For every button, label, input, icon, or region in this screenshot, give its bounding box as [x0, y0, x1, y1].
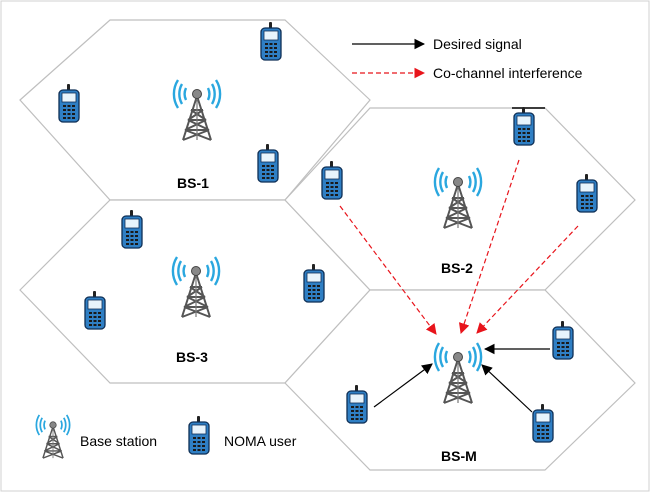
legend-base-station-icon [35, 414, 71, 459]
user-bsm-c-icon [532, 403, 554, 443]
desired-signal-arrow [481, 364, 533, 413]
user-bs3-a-icon [121, 209, 143, 249]
cell-label-bs-1: BS-1 [177, 175, 209, 191]
interference-arrow [458, 159, 520, 335]
interference-arrow [476, 225, 579, 334]
desired-signal-arrow [373, 363, 433, 408]
user-bs2-a-icon [321, 160, 343, 200]
legend-interference-label: Co-channel interference [433, 65, 583, 81]
user-bsm-b-icon [346, 384, 368, 424]
user-bs2-b-icon [513, 106, 535, 146]
user-bs1-a-icon [260, 21, 282, 61]
cell-label-bs-m: BS-M [441, 448, 477, 464]
legend-base-station-label: Base station [80, 433, 157, 449]
interference-arrow [339, 205, 437, 335]
user-bs1-b-icon [58, 83, 80, 123]
user-bs3-c-icon [84, 290, 106, 330]
cell-label-bs-3: BS-3 [176, 349, 208, 365]
cell-label-bs-2: BS-2 [441, 260, 473, 276]
legend-noma-user-icon [188, 415, 210, 455]
legend-desired-signal-label: Desired signal [433, 36, 522, 52]
user-bs2-c-icon [576, 173, 598, 213]
legend-noma-user-label: NOMA user [224, 433, 297, 449]
user-bs1-c-icon [257, 143, 279, 183]
user-bs3-b-icon [303, 263, 325, 303]
user-bsm-a-icon [552, 320, 574, 360]
